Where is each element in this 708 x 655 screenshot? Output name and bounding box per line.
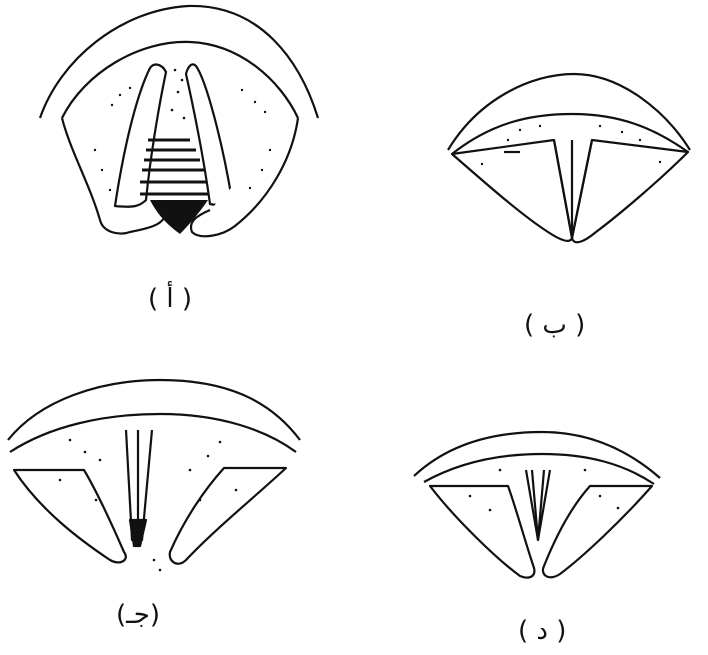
right-vocal-fold (170, 468, 286, 564)
panel-a-larynx (40, 6, 318, 236)
right-vocal-fold (186, 64, 232, 204)
caption-c: (جـ) (116, 602, 160, 628)
caption-b: ( ب ) (524, 312, 585, 338)
left-vocal-fold (452, 140, 572, 241)
panel-d-larynx (414, 432, 660, 578)
left-vocal-fold (115, 65, 166, 207)
epiglottis (448, 74, 690, 150)
caption-a: ( أ ) (148, 286, 192, 312)
panel-b-larynx (448, 74, 690, 242)
left-vocal-fold (430, 486, 534, 578)
epiglottis (40, 6, 318, 118)
panel-c-larynx (8, 380, 300, 564)
left-vocal-fold (14, 470, 126, 562)
right-vocal-fold (543, 486, 652, 577)
caption-d: ( د ) (518, 618, 566, 644)
